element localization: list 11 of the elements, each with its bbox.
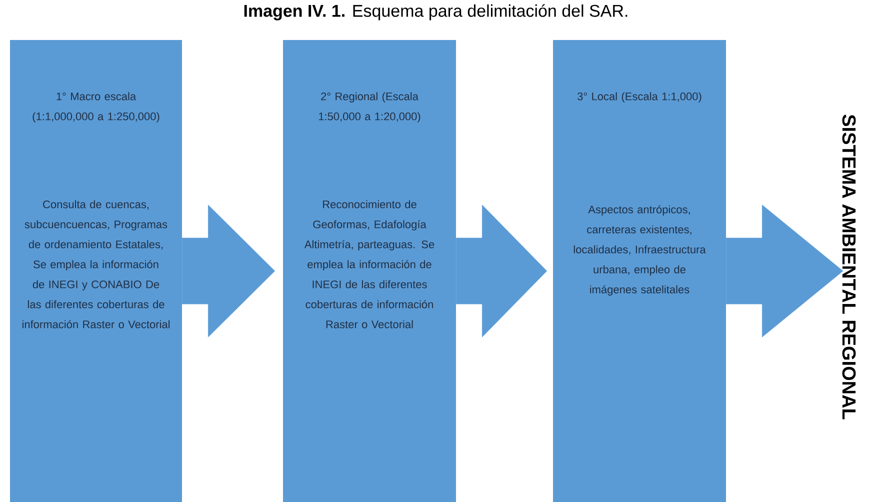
figure-title: Imagen IV. 1. Esquema para delimitación del SAR. xyxy=(244,4,628,20)
box-heading: 1° Macro escala (1:1,000,000 a 1:250,000) xyxy=(32,92,160,122)
box-text: Aspectos antrópicos, carreteras existentes, localidades, Infraestructura urbana, empleo de imágenes satelitales xyxy=(574,205,706,296)
block-arrow xyxy=(182,204,275,338)
box-heading: 2° Regional (Escala 1:50,000 a 1:20,000) xyxy=(318,92,420,122)
vertical-title: SISTEMA AMBIENTAL REGIONAL xyxy=(842,114,856,420)
block-arrow xyxy=(456,204,547,338)
block-arrow xyxy=(726,204,844,338)
box-text: Reconocimiento de Geoformas, Edafología Altimetría, parteaguas. Se emplea la información de INEGI de las diferentes coberturas de información Raster o Vectorial xyxy=(304,200,434,328)
box-heading: 3° Local (Escala 1:1,000) xyxy=(578,92,702,102)
box-text: Consulta de cuencas, subcuencuencas, Programas de ordenamiento Estatales, Se emplea la información de INEGI y CONABIO De las diferentes coberturas de información Raster o Vectorial xyxy=(22,200,170,328)
